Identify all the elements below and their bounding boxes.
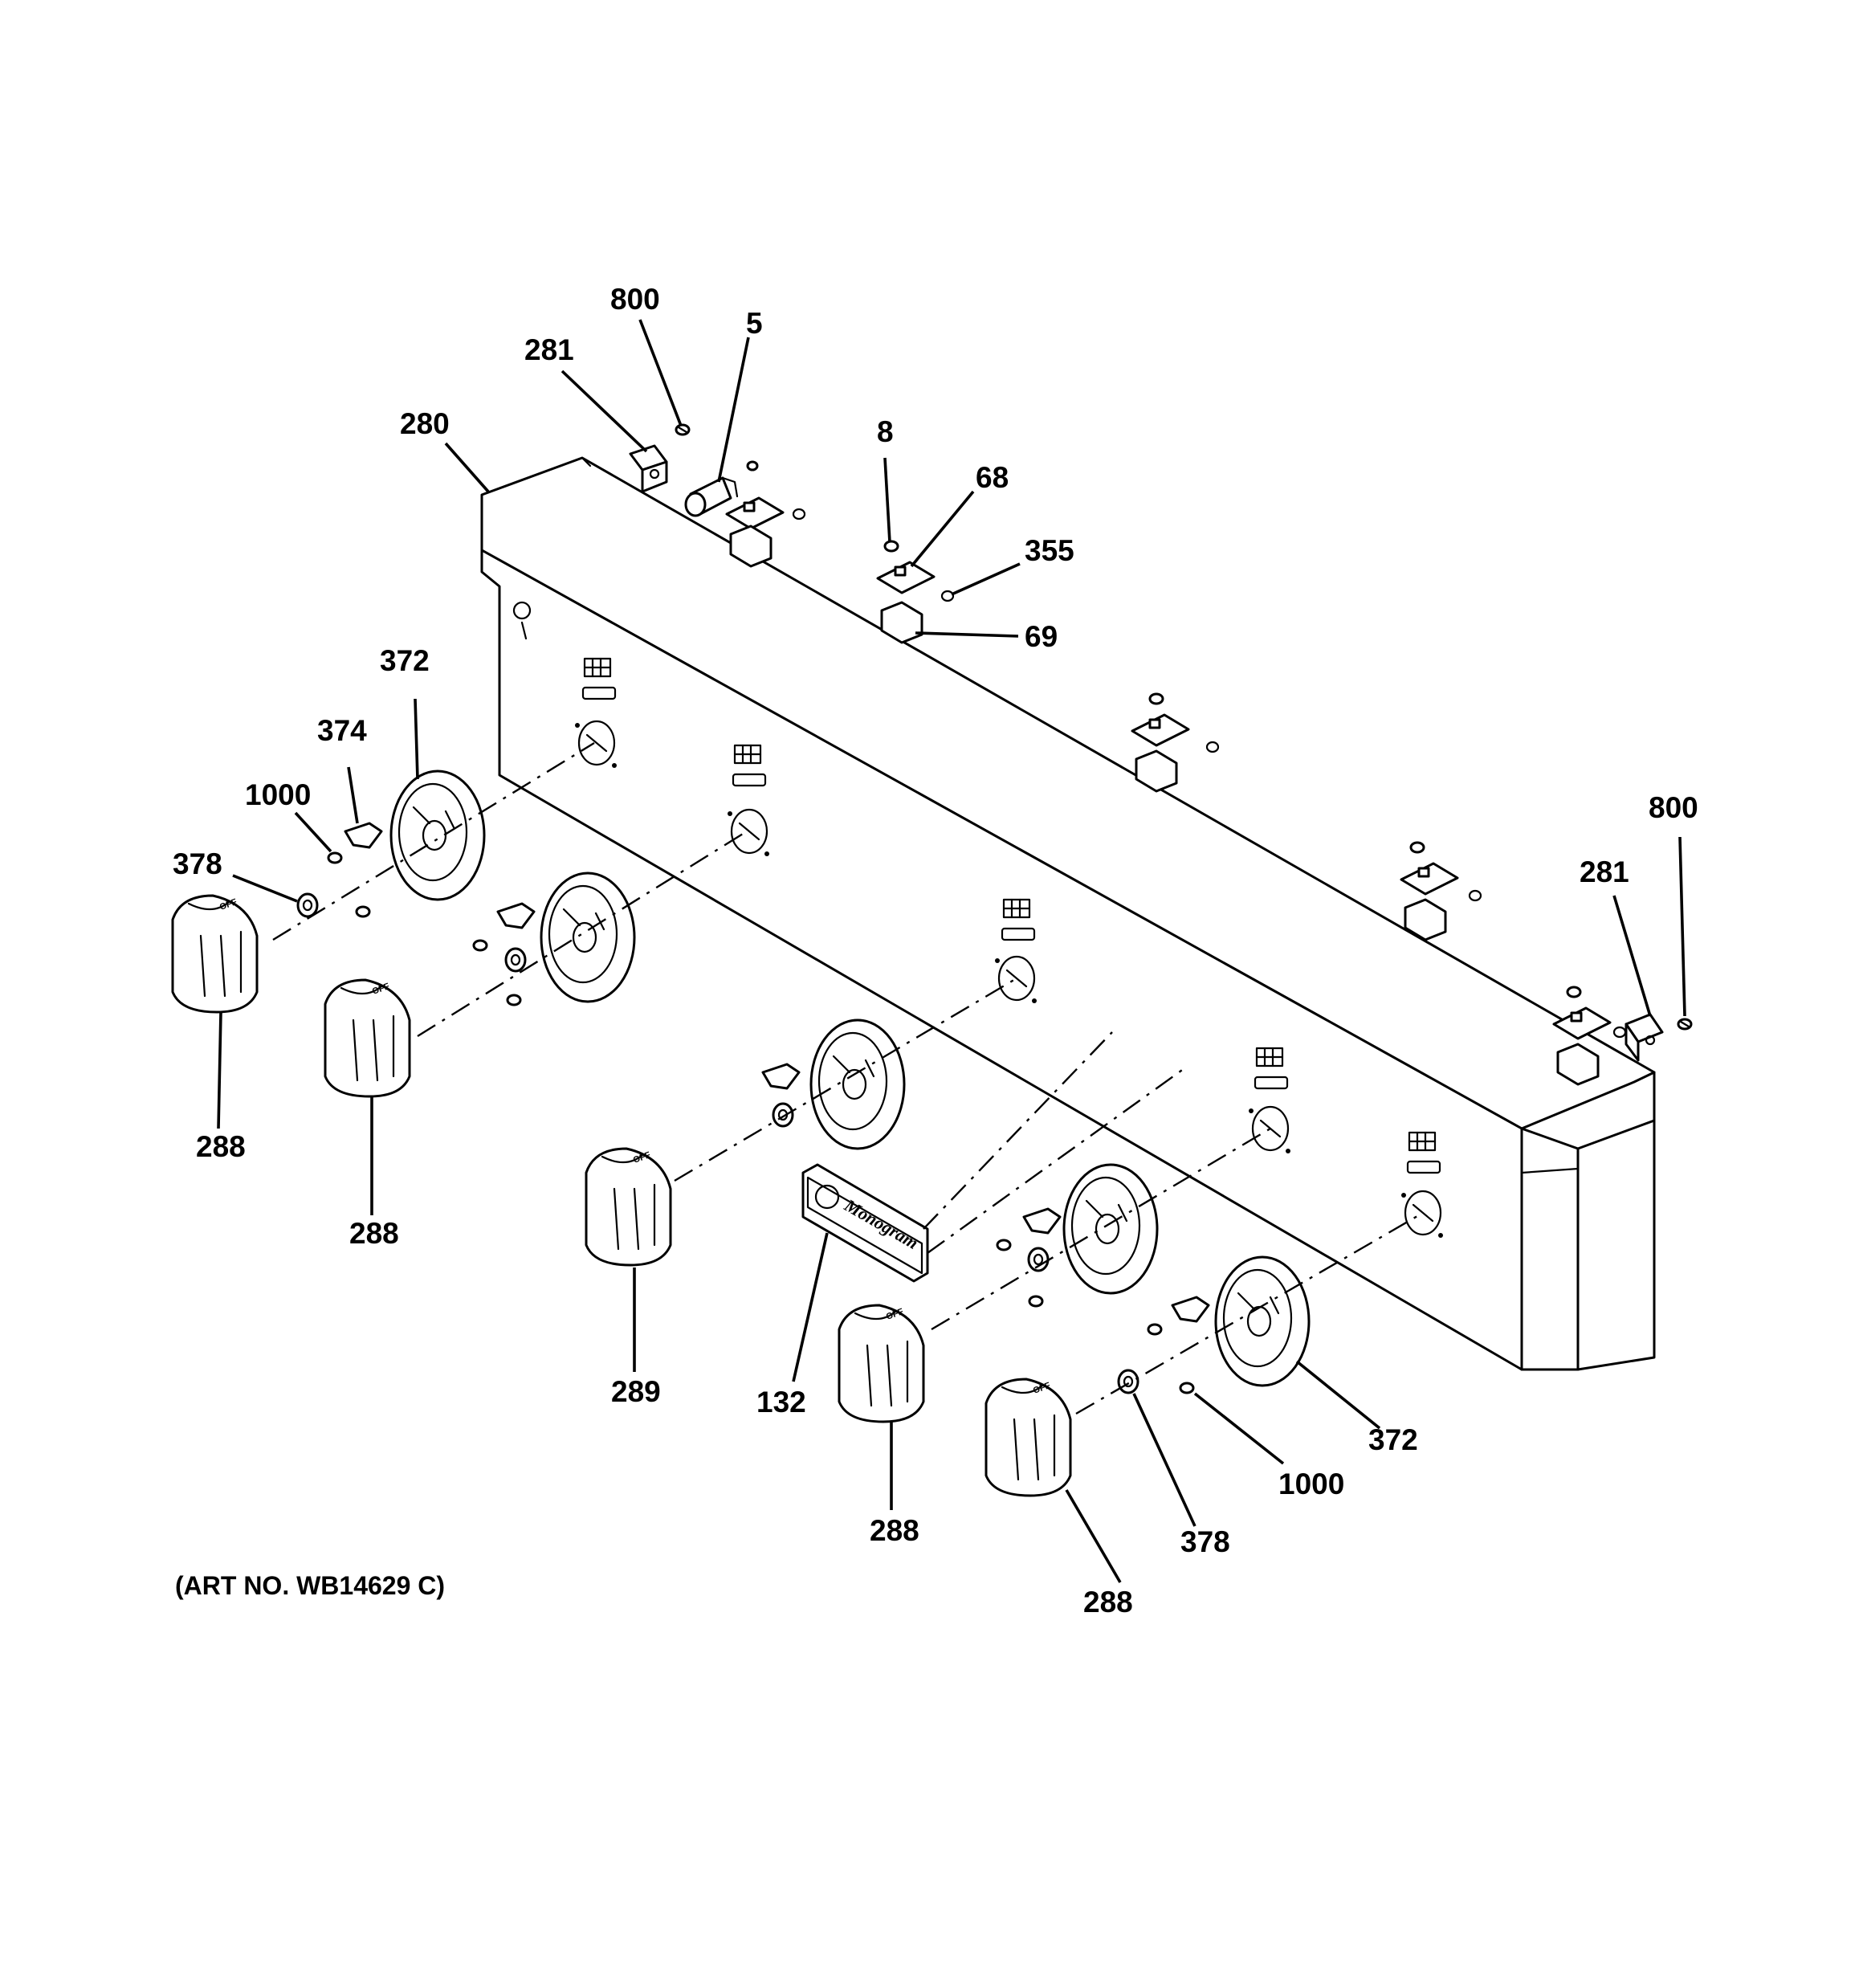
valve-stem-holes — [575, 720, 1443, 1238]
screw-800-left — [675, 423, 691, 436]
switch-cluster-5 — [1552, 986, 1627, 1086]
callout-800-left: 800 — [610, 283, 660, 316]
knob-288-a: OFF — [171, 894, 259, 1014]
switch-cluster-3 — [1131, 692, 1220, 793]
small-hardware — [296, 822, 1210, 1394]
igniter-switch-5 — [684, 460, 759, 517]
callout-280: 280 — [400, 407, 450, 440]
bezel-1 — [389, 769, 486, 901]
callout-5: 5 — [746, 307, 763, 340]
screw-800-right — [1677, 1018, 1693, 1031]
bezel-4 — [1062, 1163, 1159, 1295]
callout-labels: 800 281 5 280 8 68 355 69 372 374 1000 3… — [173, 283, 1698, 1619]
switch-cluster-4 — [1400, 841, 1482, 941]
knob-bezels — [389, 769, 1311, 1387]
knob-288-b: OFF — [324, 978, 411, 1098]
callout-1000-left: 1000 — [245, 778, 311, 811]
callout-372-left: 372 — [380, 644, 430, 677]
callout-288-d: 288 — [1083, 1586, 1133, 1619]
assembly-lines — [272, 741, 1424, 1415]
callout-281-left: 281 — [524, 333, 574, 366]
knobs: OFF OFF OFF OFF OFF — [171, 894, 1072, 1497]
nameplate-132: Monogram — [801, 1163, 929, 1283]
callout-800-right: 800 — [1649, 791, 1698, 824]
knob-289: OFF — [585, 1147, 672, 1267]
callout-68: 68 — [976, 461, 1009, 494]
callout-374: 374 — [317, 714, 367, 747]
art-number: (ART NO. WB14629 C) — [175, 1571, 445, 1600]
callout-355: 355 — [1025, 534, 1074, 567]
callout-132: 132 — [756, 1386, 806, 1419]
switch-cluster-1 — [725, 496, 806, 568]
callout-378-left: 378 — [173, 847, 222, 880]
bezel-2 — [540, 872, 636, 1003]
switch-cluster-68-69 — [876, 540, 955, 644]
knob-288-d: OFF — [984, 1378, 1072, 1497]
callout-1000-right: 1000 — [1278, 1468, 1344, 1500]
callout-288-c: 288 — [870, 1514, 919, 1547]
leader-lines — [217, 319, 1686, 1583]
knob-288-c: OFF — [838, 1304, 925, 1423]
callout-289: 289 — [611, 1375, 661, 1408]
bezel-3 — [809, 1018, 906, 1150]
callout-281-right: 281 — [1580, 855, 1629, 888]
bezel-5 — [1214, 1255, 1311, 1387]
callout-8: 8 — [877, 415, 894, 448]
bracket-281-right — [1625, 1013, 1664, 1062]
callout-288-a: 288 — [196, 1130, 246, 1163]
callout-288-b: 288 — [349, 1217, 399, 1250]
burner-indicator-badges — [581, 657, 1441, 1174]
callout-378-right: 378 — [1180, 1525, 1230, 1558]
callout-372-right: 372 — [1368, 1423, 1418, 1456]
callout-69: 69 — [1025, 620, 1058, 653]
top-hardware — [629, 423, 1693, 1086]
bracket-281-left — [629, 444, 668, 493]
